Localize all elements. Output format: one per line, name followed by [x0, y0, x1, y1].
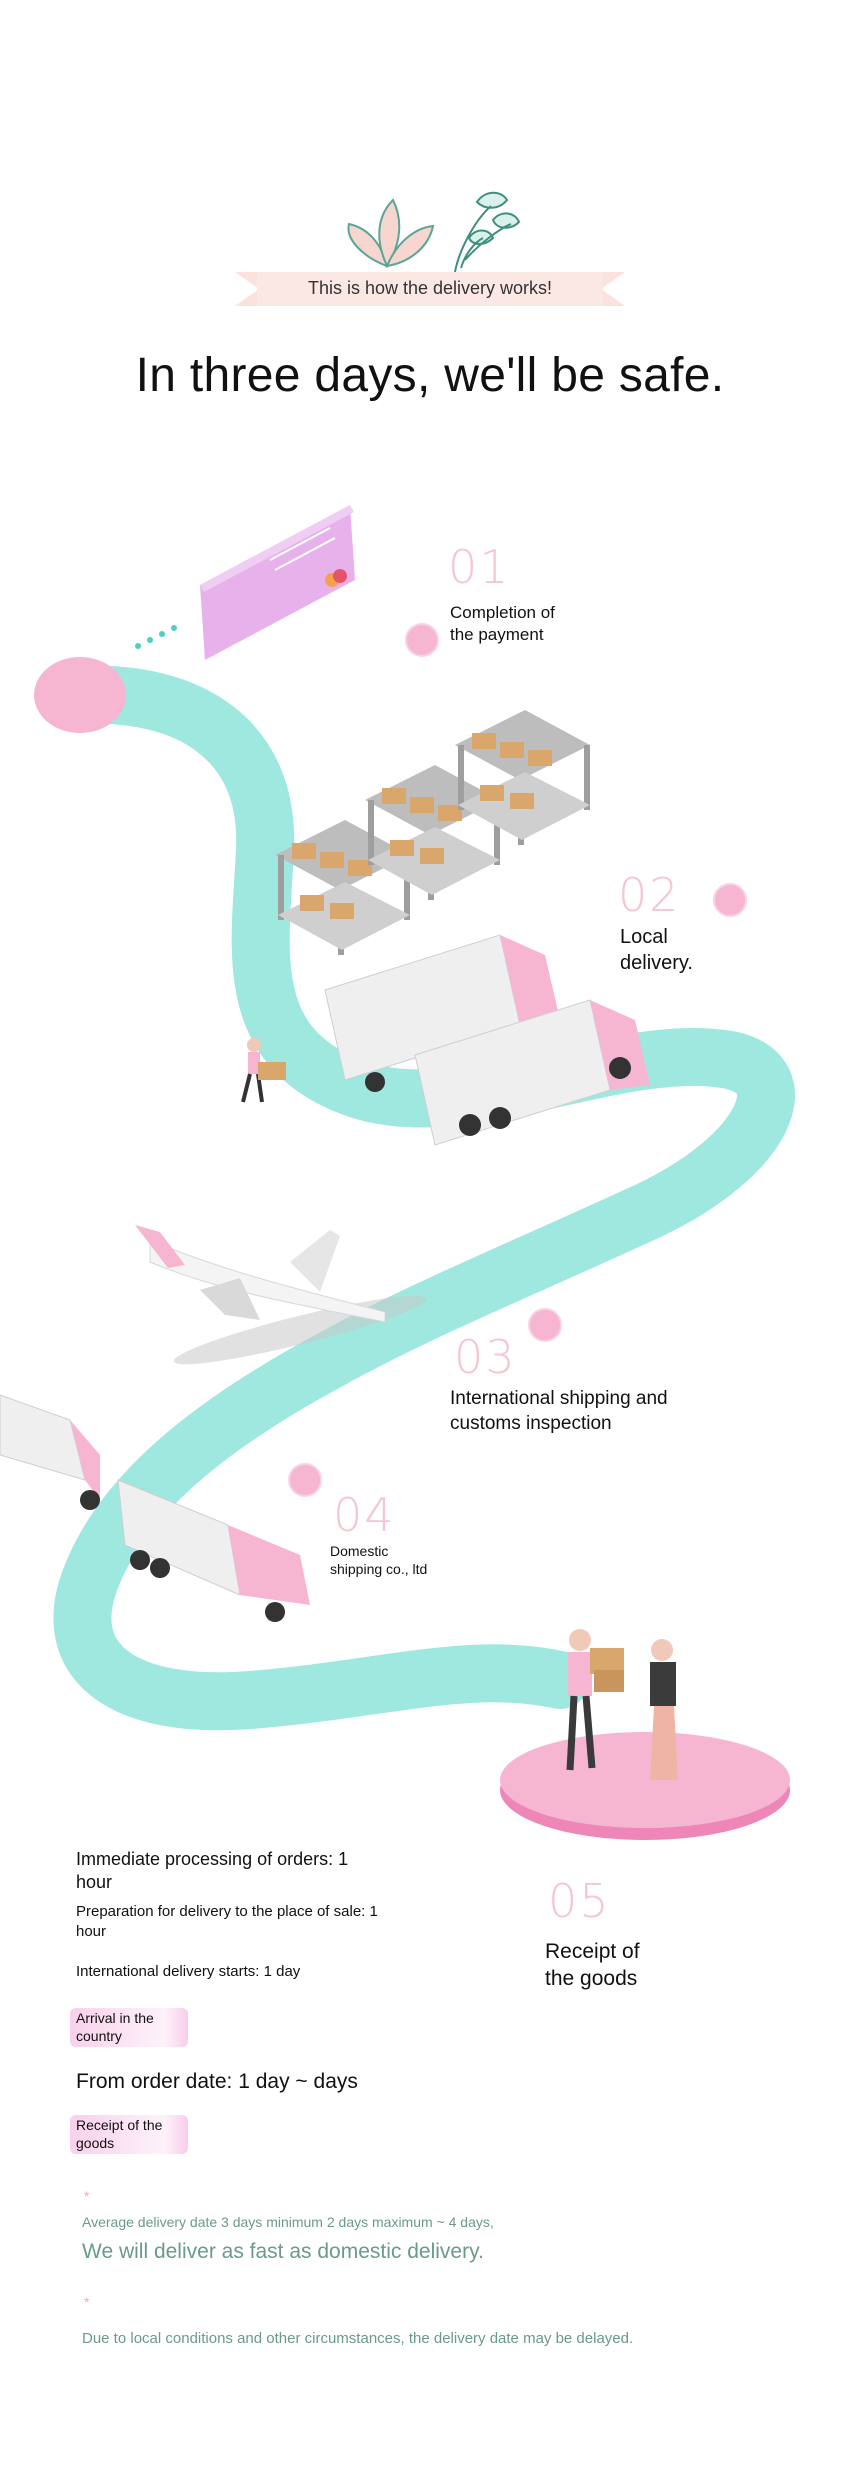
step-02-label: Local delivery.	[620, 926, 693, 974]
ribbon-banner	[235, 272, 625, 306]
step-03-number: 03	[454, 1330, 517, 1384]
credit-card-icon	[135, 505, 355, 660]
summary-pill-arrival: Arrival in the country	[70, 2008, 188, 2047]
banner-text: This is how the delivery works!	[307, 278, 553, 298]
truck-icon	[0, 1394, 100, 1510]
note-fast-delivery: We will deliver as fast as domestic deli…	[82, 2240, 484, 2263]
receipt-people-icon	[500, 1629, 790, 1840]
road	[51, 665, 795, 1731]
note-star-2: *	[84, 2294, 90, 2310]
delivery-path-illustration	[0, 505, 795, 1840]
start-marker	[34, 657, 126, 733]
summary-line-order-date: From order date: 1 day ~ days	[76, 2070, 358, 2093]
note-average-delivery: Average delivery date 3 days minimum 2 d…	[82, 2214, 494, 2230]
warehouse-shelves-icon	[275, 710, 590, 955]
step-04-number: 04	[333, 1488, 396, 1542]
summary-line-international: International delivery starts: 1 day	[76, 1963, 301, 1980]
page-headline: In three days, we'll be safe.	[135, 349, 725, 402]
summary-line-preparation: Preparation for delivery to the place of…	[76, 1903, 378, 1940]
airplane-icon	[135, 1225, 427, 1365]
blossom-icon	[288, 623, 747, 1497]
step-05-label: Receipt of the goods	[545, 1940, 640, 1991]
step-05-number: 05	[548, 1874, 611, 1928]
flower-illustration	[347, 191, 521, 273]
worker-icon	[241, 1038, 286, 1103]
note-delay-warning: Due to local conditions and other circum…	[82, 2330, 634, 2347]
step-01-label: Completion of the payment	[450, 603, 555, 645]
summary-pill-receipt: Receipt of the goods	[70, 2115, 188, 2154]
summary-line-processing: Immediate processing of orders: 1 hour	[76, 1849, 349, 1893]
note-star-1: *	[84, 2188, 90, 2204]
step-03-label: International shipping and customs inspe…	[450, 1388, 668, 1434]
step-02-number: 02	[618, 868, 681, 922]
truck-icon	[414, 999, 650, 1146]
step-04-label: Domestic shipping co., ltd	[330, 1543, 428, 1578]
truck-icon	[117, 1479, 310, 1622]
step-01-number: 01	[448, 540, 511, 594]
